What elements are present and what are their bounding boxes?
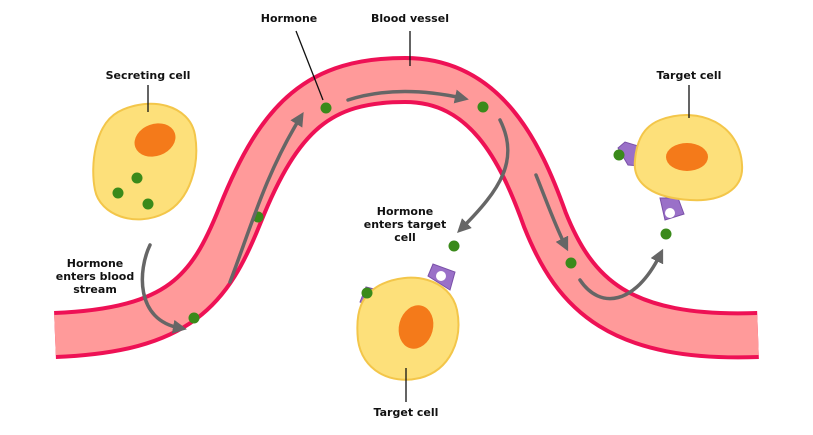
leader-hormone	[295, 30, 324, 101]
target-cell-right-nucleus	[666, 143, 708, 171]
hormone-dot	[320, 102, 332, 114]
hormone-dot-bound	[361, 287, 373, 299]
receptor-top-notch	[436, 271, 446, 281]
arrow-up-vessel	[228, 112, 304, 284]
hormone-enters-blood-stream-label: Hormone enters blood stream	[55, 257, 135, 296]
target-cell-bottom	[356, 263, 460, 381]
hormone-dot	[448, 240, 460, 252]
secreting-cell-label: Secreting cell	[105, 69, 191, 82]
hormone-dot	[188, 312, 200, 324]
arrow-along-top	[346, 89, 469, 104]
blood-vessel-label: Blood vessel	[371, 12, 449, 25]
hormone-dot	[477, 101, 489, 113]
target-cell-bottom-label: Target cell	[373, 406, 439, 419]
hormone-dot	[142, 198, 154, 210]
arrow-into-bloodstream	[140, 243, 187, 334]
arrow-to-bottom-target	[457, 118, 510, 233]
hormone-label: Hormone	[260, 12, 318, 25]
hormone-dot	[565, 257, 577, 269]
secreting-cell-nucleus	[134, 123, 176, 157]
arrow-down-vessel	[534, 173, 569, 252]
target-cell-bottom-nucleus	[398, 305, 434, 349]
secreting-cell	[92, 102, 198, 221]
hormone-dot-bound	[613, 149, 625, 161]
hormone-dot	[660, 228, 672, 240]
receptor-bottom-notch	[665, 208, 675, 218]
hormone-dot	[131, 172, 143, 184]
target-cell-right	[613, 114, 744, 221]
target-cell-right-label: Target cell	[656, 69, 722, 82]
hormone-enters-target-cell-label: Hormone enters target cell	[363, 205, 447, 244]
hormone-dot	[112, 187, 124, 199]
arrow-to-right-target	[578, 248, 664, 301]
